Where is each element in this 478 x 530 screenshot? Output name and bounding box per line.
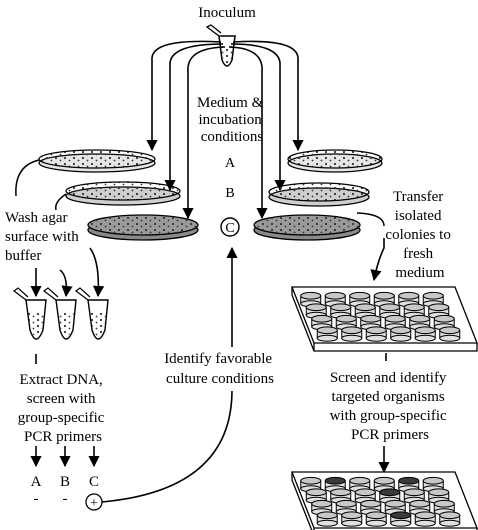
multiwell-plate-fresh: [291, 286, 478, 352]
tube-result-a: -: [34, 491, 39, 507]
multiwell-plate-screened: [291, 471, 478, 530]
well: [316, 511, 338, 527]
well: [439, 326, 461, 342]
tube-label-a: A: [31, 474, 42, 490]
well: [335, 314, 357, 331]
petri-dish-left-c: [87, 214, 199, 241]
well: [414, 511, 436, 527]
tube-result-c: +: [90, 496, 98, 511]
petri-dish-right-b: [268, 182, 370, 207]
well: [390, 326, 412, 342]
medium-conditions-label: Medium & incubation conditions: [197, 95, 267, 145]
condition-label-c: C: [225, 221, 234, 236]
well: [300, 476, 322, 493]
well: [341, 326, 363, 342]
transfer-label: Transfer isolated colonies to fresh medi…: [385, 189, 454, 281]
wash-arrows: [30, 247, 105, 298]
tube-result-b: -: [63, 491, 68, 507]
condition-label-b: B: [225, 186, 234, 201]
tube-icon-c: [75, 287, 109, 340]
condition-label-a: A: [225, 156, 236, 171]
well: [365, 326, 387, 342]
well: [373, 291, 395, 308]
well: [335, 499, 357, 516]
inoculum-tube-icon: [205, 24, 236, 67]
tube-icon-a: [13, 287, 47, 340]
identify-label-backdrop: [152, 347, 288, 391]
well: [316, 326, 338, 342]
result-arrows: [30, 446, 100, 468]
well: [414, 326, 436, 342]
tube-label-b: B: [60, 474, 70, 490]
transfer-arrow: [370, 238, 385, 282]
well: [341, 511, 363, 527]
petri-dish-right-a: [287, 149, 383, 173]
screen-identify-label: Screen and identify targeted organisms w…: [330, 370, 451, 443]
well: [439, 511, 461, 527]
well: [390, 511, 412, 527]
petri-dish-left-a: [38, 149, 156, 173]
extract-dna-label: Extract DNA, screen with group-specific …: [18, 372, 108, 445]
well: [365, 511, 387, 527]
feedback-arrow: [101, 246, 238, 503]
well: [305, 303, 327, 319]
condition-c-circle: [220, 217, 240, 237]
tube-label-c: C: [89, 474, 99, 490]
inoculation-arrows: [146, 40, 304, 220]
wash-connector-lines: [15, 159, 67, 211]
inoculum-label: Inoculum: [198, 5, 256, 21]
tube-icon-b: [43, 287, 77, 340]
well: [349, 291, 371, 308]
well: [311, 499, 333, 516]
identify-conditions-label: Identify favorable culture conditions: [164, 351, 276, 387]
wash-label: Wash agar surface with buffer: [5, 210, 82, 264]
petri-dish-right-c: [253, 214, 361, 241]
transfer-connector: [356, 212, 385, 227]
well: [403, 303, 425, 319]
petri-dish-left-b: [65, 181, 181, 206]
